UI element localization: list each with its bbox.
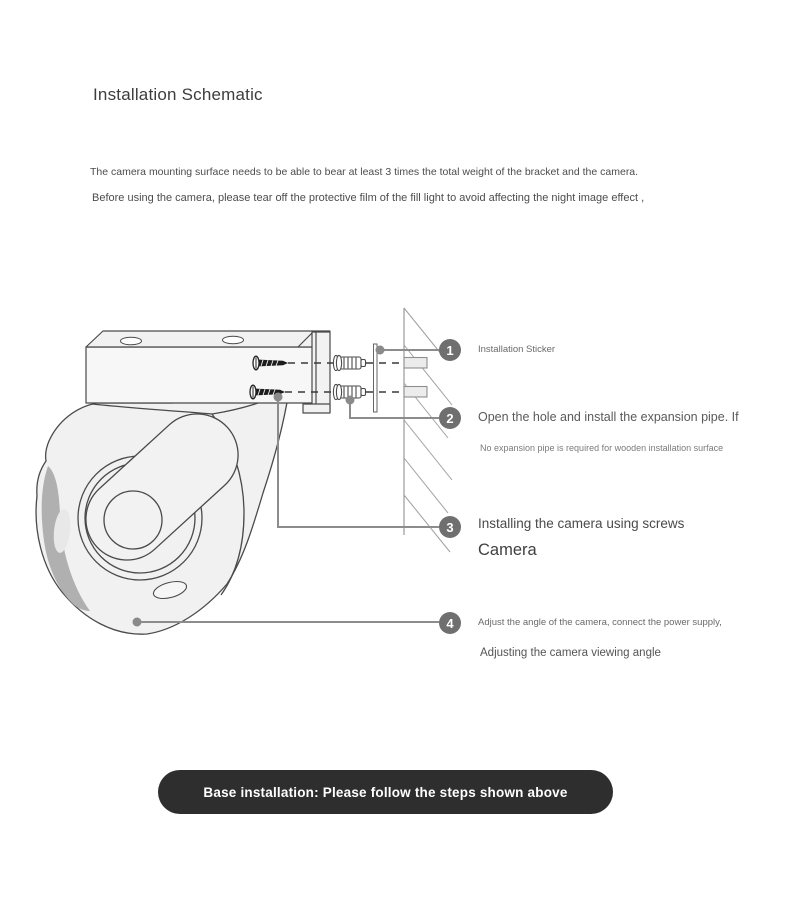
camera-side-shadow (41, 466, 90, 611)
wall-anchor-hole-top (403, 356, 428, 369)
callout-badge-2: 2 (439, 407, 461, 429)
callout-sublabel-viewing-angle: Adjusting the camera viewing angle (480, 647, 661, 659)
wall-anchor-hole-bottom (403, 385, 428, 398)
expansion-pipe-bottom (332, 383, 367, 401)
note-mounting-surface: The camera mounting surface needs to be … (90, 166, 639, 178)
bracket-plate-foot (302, 403, 331, 414)
bracket-top-face (85, 330, 331, 348)
note-protective-film: Before using the camera, please tear off… (92, 192, 645, 204)
wall (403, 307, 453, 553)
callout-label-install-screws: Installing the camera using screws (478, 516, 685, 531)
callout-line-2 (349, 400, 439, 419)
page-title: Installation Schematic (93, 85, 263, 104)
callout-dot-3 (273, 392, 283, 402)
mounting-screw-top (252, 355, 288, 371)
alignment-dashes (285, 362, 403, 393)
camera-bottom-detail (152, 580, 188, 600)
camera-sphere-top-line (91, 403, 213, 415)
camera-body (35, 390, 290, 635)
callout-badge-3: 3 (439, 516, 461, 538)
base-installation-button[interactable]: Base installation: Please follow the ste… (158, 770, 613, 814)
mounting-bracket (85, 330, 331, 414)
callout-label-installation-sticker: Installation Sticker (478, 344, 556, 355)
callout-dot-4 (132, 617, 142, 627)
callout-dot-2 (345, 395, 355, 405)
callout-line-3 (277, 397, 439, 528)
lens-housing (85, 413, 239, 561)
callout-dot-1 (375, 345, 385, 355)
lens-barrel (103, 490, 163, 550)
camera-side-highlight (53, 509, 71, 553)
wall-hatching (403, 307, 453, 553)
bracket-top-seam (297, 330, 315, 348)
callout-badge-4: 4 (439, 612, 461, 634)
expansion-pipe-top (332, 354, 367, 372)
installation-sticker (373, 343, 378, 413)
callout-sublabel-camera: Camera (478, 541, 537, 559)
bracket-screw-hole-left (120, 336, 142, 346)
callout-connectors (132, 345, 439, 627)
callout-label-adjust-angle: Adjust the angle of the camera, connect … (478, 617, 722, 628)
bracket-screw-hole-right (222, 335, 244, 345)
bracket-plate (311, 331, 331, 413)
callout-sublabel-wooden-surface: No expansion pipe is required for wooden… (480, 443, 724, 453)
callout-badge-1: 1 (439, 339, 461, 361)
callout-label-expansion-pipe: Open the hole and install the expansion … (478, 410, 739, 424)
